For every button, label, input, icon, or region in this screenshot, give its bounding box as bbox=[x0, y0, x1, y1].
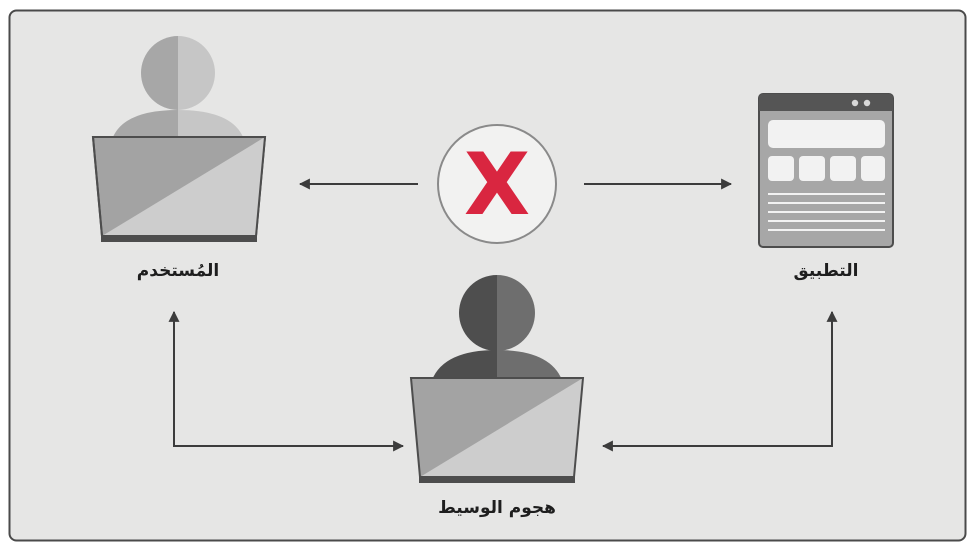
user-label: المُستخدم bbox=[137, 261, 219, 281]
user-icon bbox=[91, 36, 267, 242]
attacker-label: هجوم الوسيط bbox=[438, 498, 556, 518]
application-window-icon bbox=[758, 93, 894, 248]
svg-text:X: X bbox=[464, 135, 530, 235]
blocked-x-icon: X bbox=[437, 124, 557, 244]
app-label: التطبيق bbox=[794, 261, 859, 281]
attacker-icon bbox=[409, 275, 585, 483]
